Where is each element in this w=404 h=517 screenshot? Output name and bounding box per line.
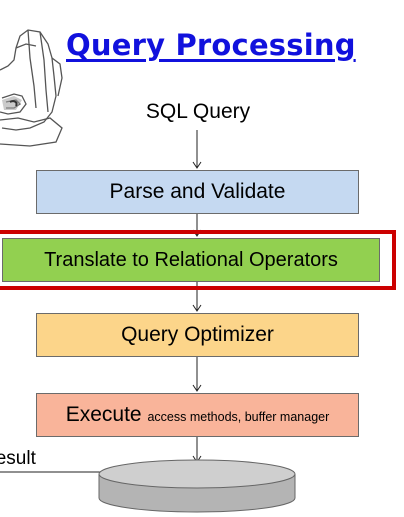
execute-label: Execute: [65, 403, 142, 426]
execute-sub-label: access methods, buffer manager: [147, 410, 330, 424]
query-optimizer-box: Query Optimizer: [36, 313, 359, 357]
disk-icon: [98, 459, 296, 513]
diagram-title: Query Processing: [66, 28, 356, 62]
highlight-frame: [0, 230, 396, 290]
result-label: Result: [0, 448, 36, 469]
translate-operators-box: Translate to Relational Operators: [2, 238, 380, 282]
parse-validate-box: Parse and Validate: [36, 170, 359, 214]
arrow-head: [192, 161, 202, 169]
execute-box: Execute access methods, buffer manager: [36, 393, 359, 437]
sketch-illustration-icon: [0, 29, 63, 147]
arrow-head: [192, 384, 202, 392]
arrow-head: [192, 304, 202, 312]
sql-query-label: SQL Query: [145, 100, 251, 123]
